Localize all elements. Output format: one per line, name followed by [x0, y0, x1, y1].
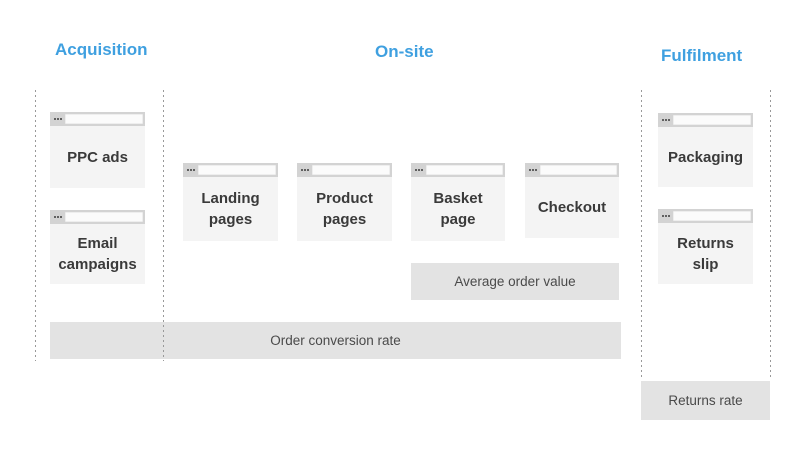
metric-returns-rate: Returns rate	[641, 381, 770, 420]
card-returns-slip: Returns slip	[658, 209, 753, 284]
address-bar	[540, 165, 617, 175]
card-email-campaigns: Email campaigns	[50, 210, 145, 284]
window-dots-icon	[54, 118, 62, 120]
window-dots-icon	[187, 169, 195, 171]
section-header-onsite: On-site	[375, 42, 434, 61]
metric-order-conversion-rate-label: Order conversion rate	[270, 333, 401, 348]
window-dots-icon	[415, 169, 423, 171]
dashed-divider-right-inner	[641, 90, 642, 377]
browser-titlebar	[50, 210, 145, 224]
card-packaging: Packaging	[658, 113, 753, 187]
browser-titlebar	[658, 113, 753, 127]
card-label: Checkout	[537, 199, 607, 216]
card-label: PPC ads	[67, 148, 128, 166]
section-header-acquisition: Acquisition	[55, 40, 148, 59]
address-bar	[673, 211, 751, 221]
address-bar	[65, 114, 143, 124]
address-bar	[673, 115, 751, 125]
dashed-divider-right-outer	[770, 90, 771, 377]
window-dots-icon	[54, 216, 62, 218]
window-dots-icon	[662, 119, 670, 121]
card-checkout: Checkout	[525, 163, 619, 238]
window-dots-icon	[301, 169, 309, 171]
card-label: Landing pages	[201, 190, 260, 228]
card-ppc-ads: PPC ads	[50, 112, 145, 188]
address-bar	[312, 165, 390, 175]
address-bar	[426, 165, 503, 175]
dashed-divider-left-inner	[163, 90, 164, 361]
address-bar	[198, 165, 276, 175]
card-basket-page: Basket page	[411, 163, 505, 241]
browser-titlebar	[411, 163, 505, 177]
metric-returns-rate-label: Returns rate	[668, 393, 743, 408]
window-dots-icon	[529, 169, 537, 171]
card-label: Basket page	[433, 190, 483, 228]
metric-average-order-value: Average order value	[411, 263, 619, 300]
card-label: Returns slip	[677, 234, 734, 273]
card-label: Email campaigns	[58, 235, 137, 273]
browser-titlebar	[183, 163, 278, 177]
card-label: Packaging	[667, 148, 744, 166]
section-header-fulfilment: Fulfilment	[661, 46, 743, 65]
browser-titlebar	[525, 163, 619, 177]
dashed-divider-left-outer	[35, 90, 36, 361]
address-bar	[65, 212, 143, 222]
window-dots-icon	[662, 215, 670, 217]
browser-titlebar	[50, 112, 145, 126]
card-landing-pages: Landing pages	[183, 163, 278, 241]
metric-order-conversion-rate: Order conversion rate	[50, 322, 621, 359]
metric-average-order-value-label: Average order value	[454, 274, 576, 289]
card-label: Product pages	[316, 190, 373, 228]
card-product-pages: Product pages	[297, 163, 392, 241]
browser-titlebar	[658, 209, 753, 223]
browser-titlebar	[297, 163, 392, 177]
